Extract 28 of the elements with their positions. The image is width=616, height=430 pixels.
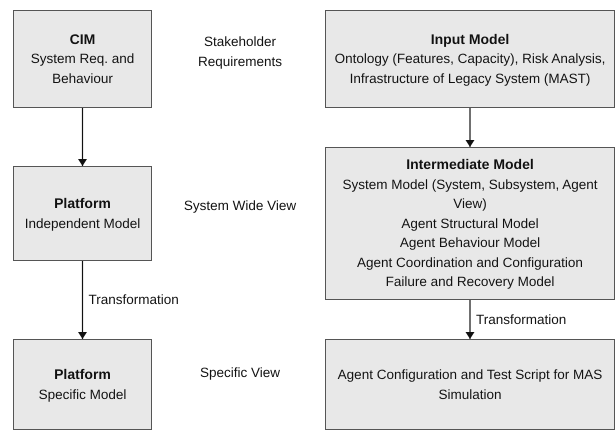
box-text: System Model (System, Subsystem, Agent View): [341, 176, 599, 214]
process-box: [13, 10, 152, 108]
box-heading: CIM: [70, 30, 96, 49]
arrow: [79, 108, 86, 166]
box-text: Agent Structural Model: [401, 214, 539, 233]
process-box: [325, 147, 615, 300]
box-heading: Platform: [54, 194, 111, 213]
box-heading: Input Model: [430, 30, 510, 49]
box-text: Agent Configuration and Test Script for MAS Simulation: [336, 366, 604, 404]
level-label: System Wide View: [182, 197, 298, 215]
process-box: [13, 166, 152, 261]
box-text: Specific Model: [38, 386, 126, 404]
box-text: Ontology (Features, Capacity), Risk Analysis, Infrastructure of Legacy System (MAST): [334, 50, 606, 88]
box-heading: Platform: [54, 365, 111, 384]
box-text: Agent Coordination and Configuration: [357, 254, 583, 272]
box-text: Agent Behaviour Model: [400, 234, 540, 252]
arrow: [466, 300, 474, 339]
process-box: [325, 339, 615, 430]
process-box: [13, 339, 152, 430]
process-box: [325, 10, 615, 108]
box-text: Failure and Recovery Model: [386, 273, 554, 292]
level-label: Specific View: [198, 364, 282, 382]
level-label: Stakeholder Requirements: [196, 33, 284, 71]
arrow: [466, 108, 474, 147]
box-text: Independent Model: [24, 214, 140, 233]
box-heading: Intermediate Model: [406, 155, 534, 174]
arrow: [79, 261, 86, 339]
box-text: System Req. and Behaviour: [30, 50, 136, 88]
